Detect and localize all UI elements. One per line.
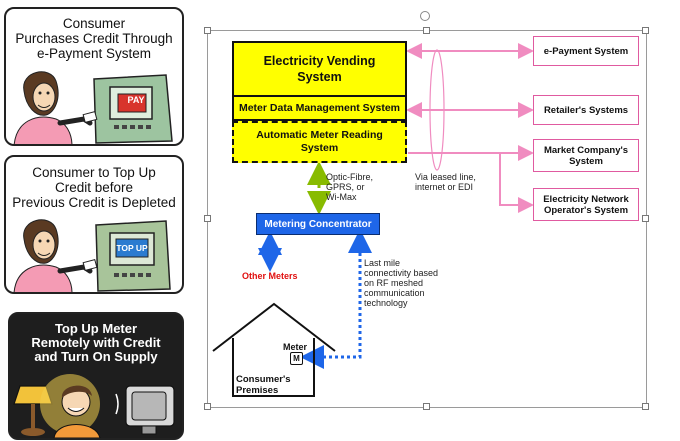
frame-handle[interactable]: [204, 27, 211, 34]
last-mile-label: Last mile connectivity based on RF meshe…: [364, 258, 438, 308]
frame-handle[interactable]: [642, 215, 649, 222]
market-line-2: System: [569, 155, 603, 167]
panel-3-line-3: and Turn On Supply: [34, 349, 158, 364]
frame-handle[interactable]: [204, 215, 211, 222]
metering-concentrator: Metering Concentrator: [256, 213, 380, 235]
external-epayment-system: e-Payment System: [533, 36, 639, 66]
consumer-premises-label: Consumer's Premises: [236, 374, 291, 396]
house-roof: [212, 302, 336, 352]
house-walls: [232, 338, 315, 397]
panel-1-line-1: Consumer: [62, 16, 126, 31]
meter-icon: M: [290, 352, 303, 365]
lamp-and-tv-illustration: [13, 374, 175, 438]
vending-line-1: Electricity Vending: [263, 54, 376, 68]
link-label-line-3: Wi-Max: [326, 192, 357, 202]
last-mile-line-1: Last mile: [364, 258, 401, 268]
link-label-line-1: Optic-Fibre,: [326, 172, 374, 182]
panel-1-line-3: e-Payment System: [36, 46, 152, 61]
panel-2-line-2: Credit before: [54, 180, 134, 195]
panel-2-line-3: Previous Credit is Depleted: [12, 195, 176, 210]
last-mile-line-5: technology: [364, 298, 408, 308]
pay-screen-label: PAY: [127, 95, 145, 105]
frame-handle[interactable]: [423, 403, 430, 410]
consumer-at-terminal-illustration: [13, 219, 171, 292]
panel-3-line-2: Remotely with Credit: [31, 335, 161, 350]
via-line-2: internet or EDI: [415, 182, 474, 192]
meter-data-management-system: Meter Data Management System: [232, 97, 407, 121]
external-retailers-systems: Retailer's Systems: [533, 95, 639, 125]
epayment-label: e-Payment System: [543, 45, 629, 57]
frame-handle[interactable]: [423, 27, 430, 34]
panel-2-line-1: Consumer to Top Up: [32, 165, 156, 180]
market-line-1: Market Company's: [543, 144, 629, 156]
consumer-at-atm-illustration: [13, 71, 173, 144]
premises-line-1: Consumer's: [236, 374, 291, 385]
frame-handle[interactable]: [204, 403, 211, 410]
retailer-label: Retailer's Systems: [543, 104, 629, 116]
panel-2-caption: Consumer to Top Up Credit before Previou…: [6, 165, 182, 210]
top-up-screen-label: TOP UP: [116, 243, 148, 253]
frame-handle[interactable]: [642, 403, 649, 410]
link-meter-last-mile: [300, 229, 372, 369]
frame-handle[interactable]: [642, 27, 649, 34]
last-mile-line-3: on RF meshed: [364, 278, 424, 288]
panel-3-caption: Top Up Meter Remotely with Credit and Tu…: [10, 322, 182, 364]
leased-line-label: Via leased line, internet or EDI: [415, 172, 476, 192]
panel-purchase-credit: Consumer Purchases Credit Through e-Paym…: [4, 7, 184, 146]
panel-1-line-2: Purchases Credit Through: [15, 31, 173, 46]
last-mile-line-2: connectivity based: [364, 268, 439, 278]
vending-line-2: System: [297, 70, 342, 84]
last-mile-line-4: communication: [364, 288, 425, 298]
panel-1-caption: Consumer Purchases Credit Through e-Paym…: [6, 16, 182, 61]
link-technology-label: Optic-Fibre, GPRS, or Wi-Max: [326, 172, 373, 202]
amr-line-2: System: [300, 142, 339, 154]
leased-line-bundle: [429, 49, 445, 171]
meter-label: Meter: [283, 342, 308, 352]
premises-line-2: Premises: [236, 385, 279, 396]
concentrator-label: Metering Concentrator: [264, 218, 372, 230]
other-meters-label: Other Meters: [242, 271, 298, 281]
panel-top-up-credit: Consumer to Top Up Credit before Previou…: [4, 155, 184, 294]
amr-line-1: Automatic Meter Reading: [256, 129, 383, 141]
operator-line-2: Operator's System: [543, 204, 629, 216]
rotate-handle-icon[interactable]: [420, 11, 430, 21]
via-line-1: Via leased line,: [415, 172, 476, 182]
operator-line-1: Electricity Network: [543, 193, 629, 205]
panel-3-line-1: Top Up Meter: [54, 321, 138, 336]
panel-remote-top-up: Top Up Meter Remotely with Credit and Tu…: [8, 312, 184, 440]
link-network-operator: [499, 153, 534, 213]
link-label-line-2: GPRS, or: [326, 182, 365, 192]
mdms-label: Meter Data Management System: [238, 102, 401, 114]
